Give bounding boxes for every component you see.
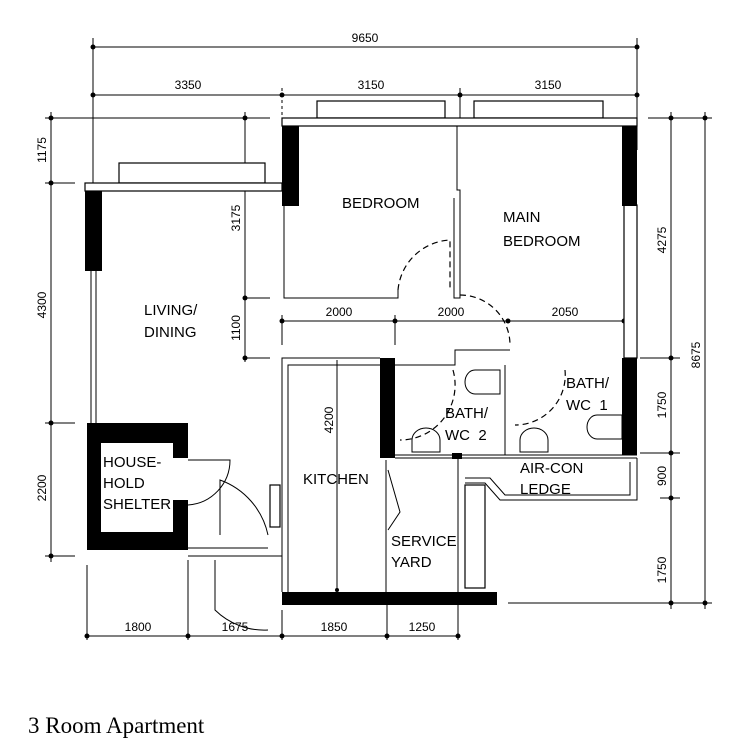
room-kitchen: KITCHEN (303, 471, 369, 488)
room-main-bedroom-2: BEDROOM (503, 233, 581, 250)
dim-bottom-3: 1850 (321, 620, 348, 634)
dim-middle-2: 2000 (438, 305, 465, 319)
room-bath2-2: WC 2 (445, 427, 487, 444)
room-bath1-2: WC 1 (566, 397, 608, 414)
room-shelter-3: SHELTER (103, 496, 171, 513)
dim-top-1: 3350 (175, 78, 202, 92)
windows (84, 100, 638, 359)
dim-overall-width: 9650 (352, 31, 379, 45)
dim-right-outer: 8675 (689, 341, 703, 368)
room-living-1: LIVING/ (144, 302, 198, 319)
dim-right-2: 1750 (655, 391, 669, 418)
room-bedroom: BEDROOM (342, 195, 420, 212)
dim-left-1: 1175 (35, 137, 49, 163)
dim-kitchen: 4200 (322, 406, 336, 433)
dim-bottom-2: 1675 (222, 620, 249, 634)
dim-middle-3: 2050 (552, 305, 579, 319)
walls (85, 126, 638, 605)
dim-left-2: 4300 (35, 291, 49, 318)
dim-right-3: 900 (655, 466, 669, 486)
dim-left-3: 2200 (35, 474, 49, 501)
room-living-2: DINING (144, 324, 197, 341)
room-aircon-2: LEDGE (520, 481, 571, 498)
room-aircon-1: AIR-CON (520, 460, 583, 477)
room-shelter-2: HOLD (103, 475, 145, 492)
sanitary-fixtures (411, 369, 623, 453)
dim-left-inner-2: 1100 (229, 315, 243, 341)
dim-top-3: 3150 (535, 78, 562, 92)
dimension-lines (45, 38, 712, 640)
doors (187, 239, 566, 631)
plan-title: 3 Room Apartment (28, 713, 205, 738)
dim-right-4: 1750 (655, 556, 669, 583)
room-bath2-1: BATH/ (445, 405, 489, 422)
dim-top-2: 3150 (358, 78, 385, 92)
dim-right-1: 4275 (655, 226, 669, 253)
room-main-bedroom-1: MAIN (503, 209, 541, 226)
room-service-2: YARD (391, 554, 432, 571)
dim-bottom-4: 1250 (409, 620, 436, 634)
room-bath1-1: BATH/ (566, 375, 610, 392)
room-service-1: SERVICE (391, 533, 457, 550)
dim-left-inner-1: 3175 (229, 204, 243, 231)
room-shelter-1: HOUSE- (103, 454, 161, 471)
dim-middle-1: 2000 (326, 305, 353, 319)
dim-bottom-1: 1800 (125, 620, 152, 634)
